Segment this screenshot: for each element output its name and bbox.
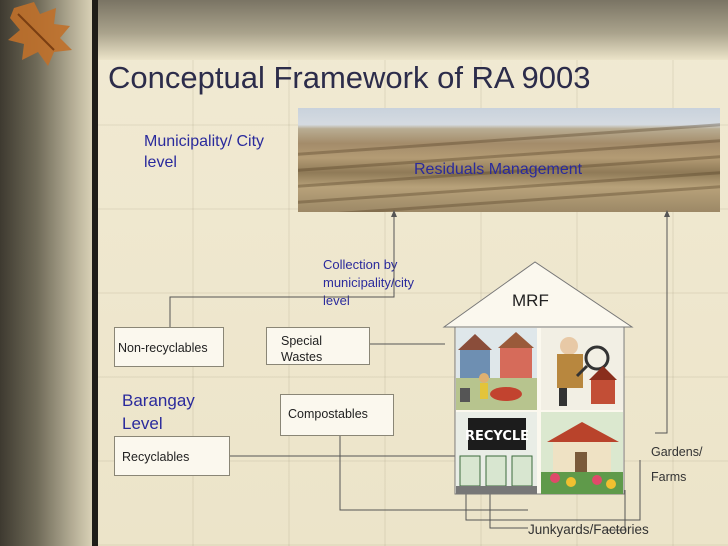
recycle-illustration: RECYCLE	[456, 412, 537, 494]
compostables-box: Compostables	[280, 394, 394, 436]
collection-label: Collection by municipality/city level	[323, 257, 415, 308]
inspector-illustration	[541, 328, 623, 410]
connector-mrf-junkyards	[605, 490, 626, 531]
connector-mrf-gardens	[465, 460, 641, 521]
garden-illustration	[541, 412, 623, 494]
arrowhead-residuals-left	[391, 210, 397, 217]
slide-title: Conceptual Framework of RA 9003	[108, 60, 591, 95]
recyclables-box: Recyclables	[114, 436, 230, 476]
arrowhead-residuals-right	[664, 210, 670, 217]
left-photo-strip	[0, 0, 92, 546]
municipality-level-label: Municipality/ City level	[144, 133, 265, 171]
barangay-level-label: Barangay Level	[122, 391, 195, 433]
top-photo-strip	[0, 0, 728, 60]
recycle-sign-text: RECYCLE	[465, 429, 529, 444]
connector-compost-junkyards	[339, 436, 528, 511]
mrf-label: MRF	[512, 291, 549, 310]
community-illustration	[456, 328, 537, 410]
non-recyclables-box: Non-recyclables	[114, 327, 224, 367]
residuals-management-label: Residuals Management	[414, 161, 583, 178]
connector-nonrecyclables-residuals	[169, 216, 395, 327]
gardens-farms-label: Gardens/ Farms	[651, 445, 703, 484]
leaf-icon	[8, 2, 72, 66]
landfill-photo	[298, 108, 720, 212]
connector-mrf-residuals	[655, 216, 668, 434]
frame-divider	[92, 0, 98, 546]
junkyards-factories-label: Junkyards/Factories	[528, 522, 649, 537]
special-wastes-box: Special Wastes	[266, 327, 370, 365]
